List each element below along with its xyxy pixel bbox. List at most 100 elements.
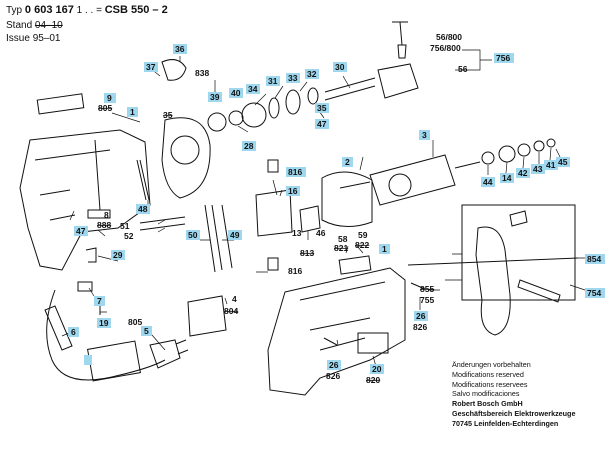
svg-text:26: 26: [416, 311, 426, 321]
callout-16: 16: [286, 186, 300, 196]
bearing-14: [498, 145, 516, 163]
svg-text:30: 30: [335, 62, 345, 72]
callout-1-left: 1: [127, 107, 138, 117]
callout-43: 43: [531, 164, 545, 174]
svg-text:49: 49: [230, 230, 240, 240]
typ-number-b: 167: [55, 4, 74, 16]
label-35-a: 35: [163, 110, 173, 120]
label-52: 52: [124, 231, 134, 241]
callout-756: 756: [494, 53, 514, 63]
label-4: 4: [232, 294, 237, 304]
issue-label: Issue: [6, 33, 30, 44]
part-drawings: [19, 21, 586, 396]
svg-text:33: 33: [288, 73, 298, 83]
footer-line-3: Modifications reservees: [452, 379, 528, 389]
label-805-bottom: 805: [128, 317, 142, 327]
callout-816-top: 816: [286, 167, 306, 177]
svg-text:42: 42: [518, 168, 528, 178]
power-cord: [46, 289, 166, 381]
callout-3: 3: [419, 130, 430, 140]
issue-value: 95–01: [32, 33, 61, 44]
callout-42: 42: [516, 168, 530, 178]
svg-text:2: 2: [345, 157, 350, 167]
footer-line-4: Salvo modificaciones: [452, 389, 520, 399]
svg-text:1: 1: [382, 244, 387, 254]
footer-line-2: Modifications reserved: [452, 369, 524, 379]
wire-49-50: [204, 204, 233, 273]
callout-37: 37: [144, 62, 158, 72]
svg-text:16: 16: [288, 186, 298, 196]
svg-text:31: 31: [268, 76, 278, 86]
svg-text:9: 9: [107, 93, 112, 103]
label-820: 820: [366, 375, 380, 385]
handle-bracket: [461, 204, 576, 301]
type-line: Typ 0 603 167 1 . . = CSB 550 – 2: [6, 4, 168, 16]
typ-number-a: 0 603: [24, 4, 53, 16]
label-plate-9: [36, 93, 85, 115]
callout-49: 49: [228, 230, 242, 240]
callout-41: 41: [544, 160, 558, 170]
svg-text:50: 50: [188, 230, 198, 240]
brush-holder-13: [299, 205, 321, 233]
svg-text:37: 37: [146, 62, 156, 72]
gear-34: [241, 102, 267, 128]
label-46: 46: [316, 228, 326, 238]
callout-50: 50: [186, 230, 200, 240]
screw-26-upper: [410, 282, 426, 290]
spring-48: [136, 159, 150, 201]
svg-text:48: 48: [138, 204, 148, 214]
label-805-top: 805: [98, 103, 112, 113]
washer-32: [307, 87, 319, 105]
switch-part-816-bottom: [267, 257, 279, 271]
footer-line-1: Änderungen vorbehalten: [452, 360, 531, 369]
footer-notice: Änderungen vorbehalten Modifications res…: [452, 360, 575, 429]
typ-label: Typ: [6, 5, 23, 16]
typ-number-c: 1 . .: [76, 5, 94, 16]
bearing-31: [268, 97, 280, 119]
label-821: 821: [334, 243, 348, 253]
svg-text:6: 6: [71, 327, 76, 337]
label-plate-805: [87, 340, 141, 382]
svg-text:47: 47: [317, 119, 327, 129]
callout-40: 40: [229, 88, 243, 98]
switch-16: [255, 189, 293, 237]
label-822: 822: [355, 240, 369, 250]
fan-wheel: [388, 173, 412, 197]
bearing-39: [207, 112, 227, 132]
bearing-42: [517, 143, 531, 157]
callout-5: 5: [141, 326, 152, 336]
housing-right-shape: [267, 267, 406, 396]
svg-text:3: 3: [422, 130, 427, 140]
model-separator: =: [96, 5, 102, 16]
stand-line: Stand 04–10: [6, 20, 63, 31]
gear-housing-838: [161, 117, 211, 199]
callout-29: 29: [111, 250, 125, 260]
svg-text:32: 32: [307, 69, 317, 79]
callout-20: 20: [370, 364, 384, 374]
callouts: 9 1 36 37 39 40 34 31 33 32 30 35 47 28 …: [68, 32, 605, 385]
gear-33: [285, 89, 301, 115]
callout-39: 39: [208, 92, 222, 102]
depth-stop-rod: [407, 257, 579, 266]
svg-text:47: 47: [76, 226, 86, 236]
label-13: 13: [292, 228, 302, 238]
stand-value: 04–10: [34, 20, 63, 31]
stator-2: [321, 171, 373, 227]
svg-text:43: 43: [533, 164, 543, 174]
armature-shaft: [339, 161, 481, 189]
callout-48: 48: [136, 204, 150, 214]
callout-1-right: 1: [379, 244, 390, 254]
svg-text:29: 29: [113, 250, 123, 260]
callout-47-left: 47: [74, 226, 88, 236]
svg-text:28: 28: [244, 141, 254, 151]
callout-28: 28: [242, 141, 256, 151]
handle-bolt: [509, 210, 528, 227]
callout-30: 30: [333, 62, 347, 72]
screw-26-lower: [323, 337, 338, 346]
switch-part-816-top: [267, 159, 279, 173]
svg-text:7: 7: [97, 296, 102, 306]
svg-text:5: 5: [144, 326, 149, 336]
svg-text:41: 41: [546, 160, 556, 170]
svg-text:44: 44: [483, 177, 493, 187]
